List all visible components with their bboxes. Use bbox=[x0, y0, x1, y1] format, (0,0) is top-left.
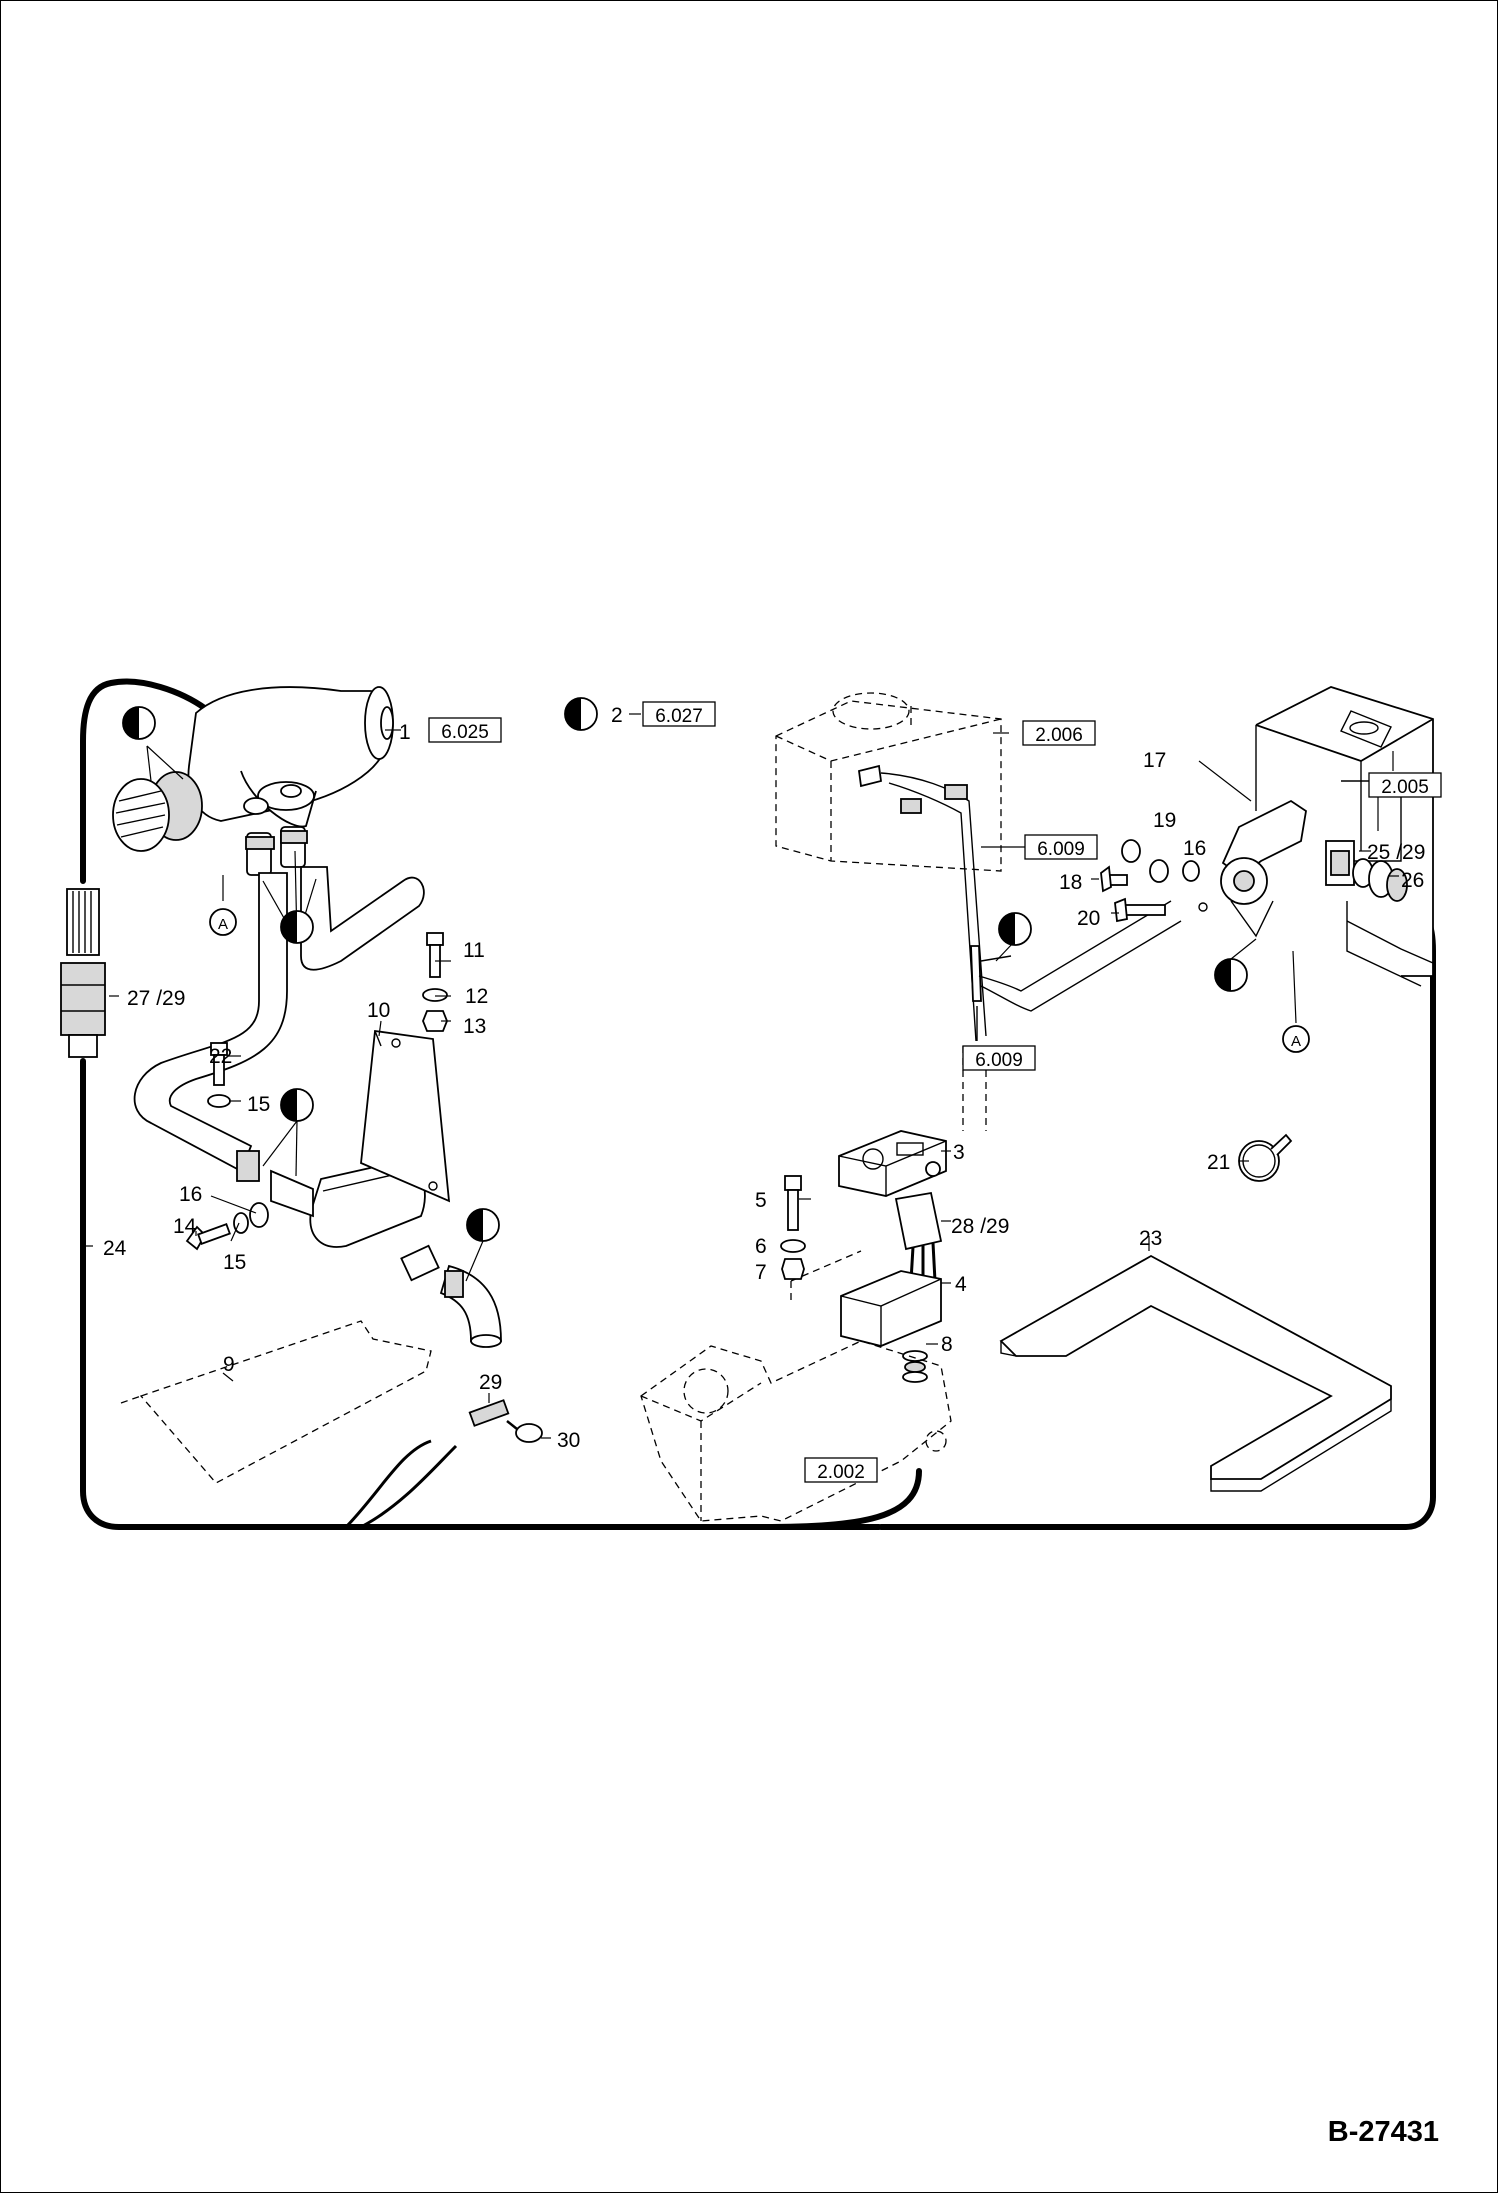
ref-box-fuel-line-lower: 6.009 bbox=[962, 1045, 1036, 1071]
ref-box-fuel-tank: 2.006 bbox=[1022, 720, 1096, 746]
ref-box-heater: 6.025 bbox=[428, 717, 502, 743]
document-number: B-27431 bbox=[1328, 2116, 1439, 2148]
detail-symbol bbox=[564, 697, 598, 731]
callout-22: 22 bbox=[209, 1045, 232, 1068]
callout-5: 5 bbox=[755, 1189, 767, 1212]
detail-symbol bbox=[122, 706, 156, 740]
ref-right-housing-label: 2.005 bbox=[1381, 777, 1429, 798]
callout-25: 25 /29 bbox=[1367, 841, 1425, 864]
marker-a-left-label: A bbox=[218, 916, 228, 933]
callout-1: 1 bbox=[399, 721, 411, 744]
ref-detail-label: 6.027 bbox=[655, 706, 703, 727]
fuel-line bbox=[858, 764, 1182, 1131]
callout-23: 23 bbox=[1139, 1227, 1162, 1250]
exhaust-pipe bbox=[133, 830, 502, 1348]
detail-symbol bbox=[1214, 958, 1248, 992]
callout-16b: 16 bbox=[1183, 837, 1206, 860]
callout-9: 9 bbox=[223, 1353, 235, 1376]
callout-17: 17 bbox=[1143, 749, 1166, 772]
control-panel bbox=[838, 1130, 947, 1197]
ref-heater-label: 6.025 bbox=[441, 722, 489, 743]
ref-fuel-line-upper-label: 6.009 bbox=[1037, 839, 1085, 860]
connector-block bbox=[894, 1191, 943, 1282]
callout-11: 11 bbox=[463, 939, 485, 962]
detail-symbol bbox=[466, 1208, 500, 1242]
detail-symbols bbox=[122, 697, 1248, 1242]
mounting-box bbox=[790, 1250, 942, 1383]
detail-symbol bbox=[280, 910, 314, 944]
callout-28: 28 /29 bbox=[951, 1215, 1009, 1238]
callout-18: 18 bbox=[1059, 871, 1082, 894]
callout-19: 19 bbox=[1153, 809, 1176, 832]
callout-2: 2 bbox=[611, 704, 623, 727]
ref-fuel-tank-label: 2.006 bbox=[1035, 725, 1083, 746]
callout-21: 21 bbox=[1207, 1151, 1230, 1174]
hose-clamp bbox=[1238, 1133, 1293, 1182]
callout-14: 14 bbox=[173, 1215, 197, 1238]
marker-a-right: A bbox=[1282, 1025, 1310, 1053]
ref-fuel-line-lower-label: 6.009 bbox=[975, 1050, 1023, 1071]
connector-socket bbox=[1325, 840, 1408, 902]
console-base bbox=[640, 1340, 952, 1522]
callout-8: 8 bbox=[941, 1333, 953, 1356]
callout-12: 12 bbox=[465, 985, 488, 1008]
heater-unit bbox=[112, 686, 394, 876]
callout-26: 26 bbox=[1401, 869, 1424, 892]
floor-panel bbox=[120, 1320, 432, 1484]
right-housing bbox=[1255, 686, 1434, 987]
floor-grate bbox=[999, 1254, 1392, 1492]
callout-3: 3 bbox=[953, 1141, 965, 1164]
fuel-tank bbox=[775, 692, 1002, 872]
detail-symbol bbox=[998, 912, 1032, 946]
callout-15b: 15 bbox=[223, 1251, 246, 1274]
callout-16a: 16 bbox=[179, 1183, 202, 1206]
callout-labels: 1 2 3 4 5 6 7 8 9 10 11 12 13 14 15 15 1… bbox=[103, 704, 1425, 1452]
ground-cable bbox=[468, 1399, 543, 1443]
callout-24: 24 bbox=[103, 1237, 127, 1260]
marker-a-left: A bbox=[209, 908, 237, 936]
callout-10: 10 bbox=[367, 999, 390, 1022]
ref-box-detail: 6.027 bbox=[642, 701, 716, 727]
callout-4: 4 bbox=[955, 1273, 967, 1296]
ref-console-label: 2.002 bbox=[817, 1462, 865, 1483]
ref-box-right-housing: 2.005 bbox=[1368, 772, 1442, 798]
wiring-harness bbox=[80, 678, 1436, 1530]
callout-6: 6 bbox=[755, 1235, 767, 1258]
connector-plug bbox=[60, 888, 106, 1058]
callout-20: 20 bbox=[1077, 907, 1100, 930]
callout-30: 30 bbox=[557, 1429, 580, 1452]
callout-13: 13 bbox=[463, 1015, 486, 1038]
screw-set bbox=[780, 1175, 806, 1280]
detail-symbol bbox=[280, 1088, 314, 1122]
callout-7: 7 bbox=[755, 1261, 767, 1284]
mounting-bracket bbox=[1100, 799, 1307, 938]
heater-bracket bbox=[360, 1029, 451, 1203]
marker-a-right-label: A bbox=[1291, 1033, 1301, 1050]
callout-15a: 15 bbox=[247, 1093, 270, 1116]
ref-box-fuel-line-upper: 6.009 bbox=[1024, 834, 1098, 860]
callout-27: 27 /29 bbox=[127, 987, 185, 1010]
callout-29: 29 bbox=[479, 1371, 502, 1394]
ref-box-console: 2.002 bbox=[804, 1457, 878, 1483]
